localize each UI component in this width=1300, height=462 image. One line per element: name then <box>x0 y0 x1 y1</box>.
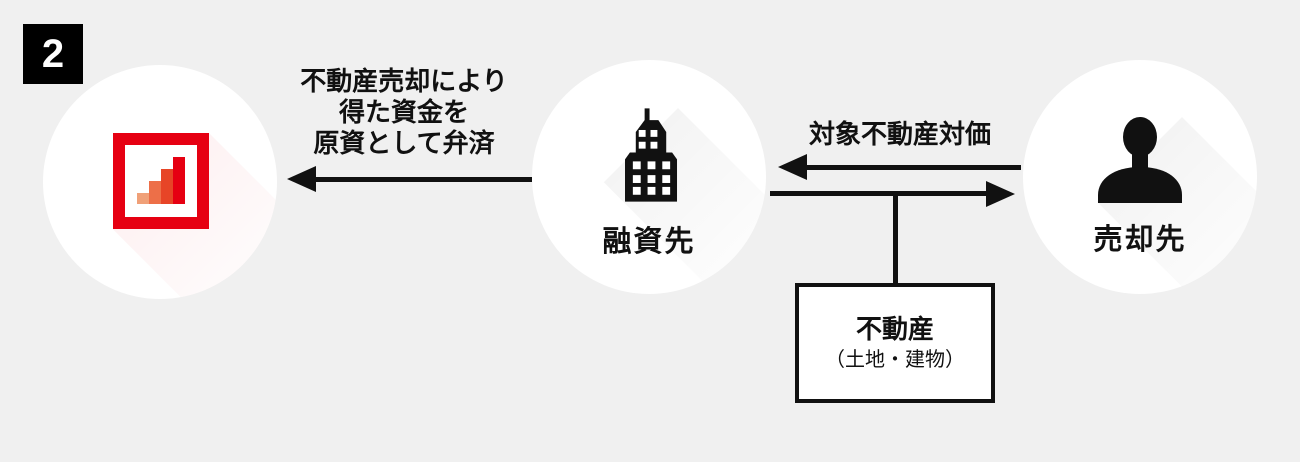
consideration-arrowhead-left-icon <box>778 154 807 180</box>
repayment-arrowhead-left-icon <box>287 166 316 192</box>
buyer-node-circle: 売却先 <box>1023 60 1257 294</box>
building-icon <box>625 108 678 202</box>
consideration-arrow-line <box>804 165 1021 170</box>
funder-node-label: 融資先 <box>602 226 696 258</box>
repayment-label-line1: 不動産売却により <box>300 66 508 96</box>
bar-chart-logo-icon <box>113 133 209 229</box>
step-badge-number: 2 <box>41 31 65 76</box>
property-connector-line <box>893 193 898 283</box>
property-box-subtitle: （土地・建物） <box>825 349 965 371</box>
step-badge: 2 <box>23 24 83 84</box>
repayment-label-line3: 原資として弁済 <box>313 128 495 158</box>
person-icon <box>1098 117 1182 203</box>
consideration-arrow-label: 対象不動産対価 <box>808 119 991 149</box>
property-box-title: 不動産 <box>855 314 934 344</box>
transfer-arrowhead-right-icon <box>986 181 1015 207</box>
transfer-arrow-line <box>770 191 987 196</box>
repayment-label-line2: 得た資金を <box>338 97 469 127</box>
property-box: 不動産 （土地・建物） <box>795 283 995 403</box>
buyer-node-label: 売却先 <box>1093 224 1187 256</box>
funder-node-circle: 融資先 <box>532 60 766 294</box>
repayment-arrow-line <box>313 177 532 182</box>
repayment-arrow-label: 不動産売却により 得た資金を 原資として弁済 <box>280 66 528 159</box>
bank-node-circle <box>43 65 277 299</box>
